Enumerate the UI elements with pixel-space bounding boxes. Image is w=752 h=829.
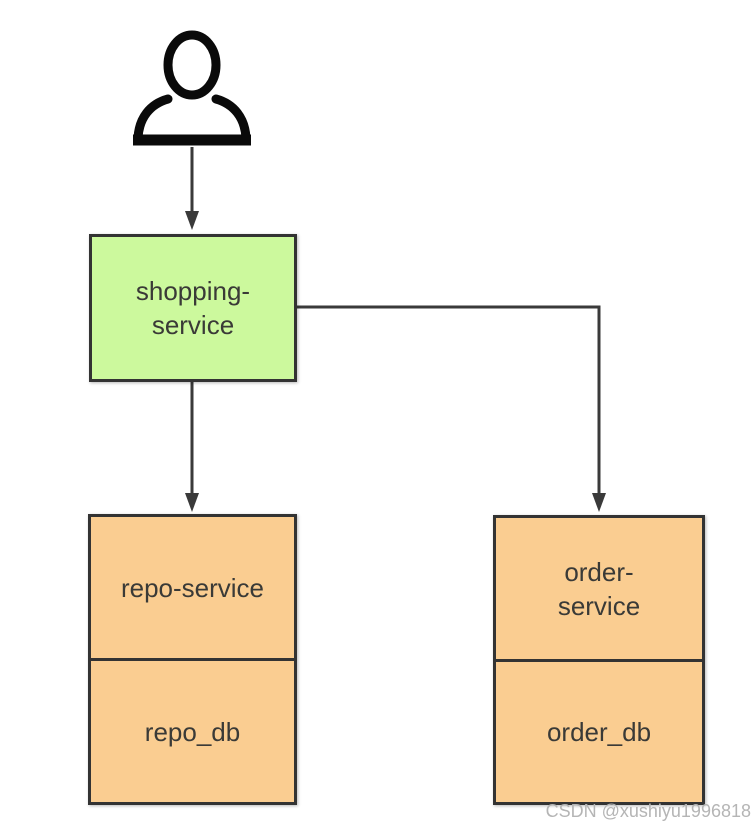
person-icon <box>133 30 251 146</box>
node-repo-service-label: repo-service <box>120 572 265 603</box>
node-order-service-cell: order- service <box>496 518 702 662</box>
node-order-db-cell: order_db <box>496 662 702 802</box>
node-shopping-service-label: shopping- service <box>135 276 251 340</box>
arrow-user-to-shopping <box>185 147 199 230</box>
node-order-db-label: order_db <box>546 717 652 747</box>
node-repo-db-cell: repo_db <box>91 661 294 802</box>
node-repo: repo-service repo_db <box>88 514 297 805</box>
node-order: order- service order_db <box>493 515 705 805</box>
node-order-service-label: order- service <box>557 556 641 621</box>
node-repo-db-label: repo_db <box>144 716 241 747</box>
node-repo-service-cell: repo-service <box>91 517 294 661</box>
node-shopping-service: shopping- service <box>89 234 297 382</box>
arrow-shopping-to-order <box>297 305 606 512</box>
watermark: CSDN @xushiyu1996818 <box>545 801 751 821</box>
arrow-shopping-to-repo <box>185 382 199 512</box>
